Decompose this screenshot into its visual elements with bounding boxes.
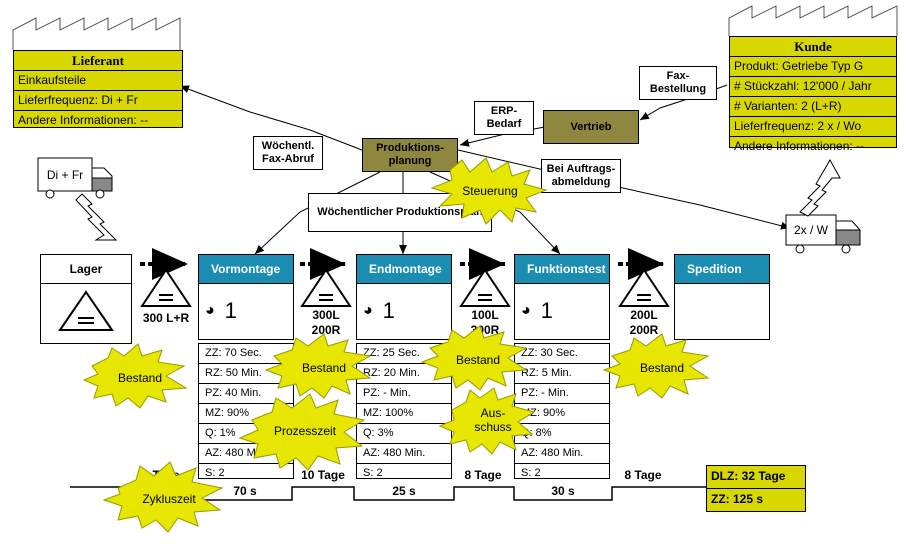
process-name: Spedition — [675, 255, 769, 284]
operator-icon: ◕ — [363, 302, 373, 319]
burst-label: Bestand — [117, 371, 163, 385]
customer-box: Kunde Produkt: Getriebe Typ G # Stückzah… — [729, 36, 897, 153]
data-row: ZZ: 70 Sec. — [199, 344, 293, 364]
burst-label: Steuerung — [462, 184, 518, 198]
customer-row: # Stückzahl: 12'000 / Jahr — [730, 77, 896, 97]
outbound-truck-label: 2x / W — [793, 223, 828, 237]
data-row: S: 2 — [363, 467, 383, 479]
data-row: S: 2 — [521, 467, 541, 479]
data-row: MZ: 90% — [515, 404, 609, 424]
inventory-label: 200L 200R — [629, 308, 659, 337]
burst-label: Bestand — [639, 361, 685, 375]
data-row: PZ: 40 Min. — [199, 384, 293, 404]
inbound-truck-label: Di + Fr — [46, 167, 84, 182]
order-release-note: Bei Auftrags- abmeldung — [541, 159, 621, 193]
cycle-time-label: 30 s — [551, 484, 575, 498]
customer-row: Lieferfrequenz: 2 x / Wo — [730, 117, 896, 137]
burst-label: Zykluszeit — [142, 492, 196, 506]
process-box: Spedition — [674, 254, 770, 340]
inventory-label: 100L 300R — [470, 308, 500, 337]
data-row: PZ: - Min. — [515, 384, 609, 404]
supplier-row: Einkaufsteile — [14, 71, 182, 91]
data-row: PZ: - Min. — [357, 384, 451, 404]
supplier-title: Lieferant — [14, 51, 182, 71]
process-box: Endmontage ◕1 — [356, 254, 452, 340]
warehouse-triangle-icon — [58, 290, 114, 331]
cycle-time-label: 25 s — [392, 484, 416, 498]
supplier-box: Lieferant Einkaufsteile Lieferfrequenz: … — [13, 50, 183, 128]
shipment-arrows — [75, 158, 841, 241]
weekly-fax-note: Wöchentl. Fax-Abruf — [253, 136, 323, 170]
warehouse-box: Lager — [40, 254, 132, 344]
data-row: MZ: 90% — [199, 404, 293, 424]
inventory-label: 300L 200R — [311, 308, 341, 337]
customer-factory-roof — [728, 5, 898, 36]
production-planning-box: Produktions- planung — [362, 138, 458, 172]
warehouse-title: Lager — [41, 255, 131, 284]
cycle-time-result: ZZ: 125 s — [706, 489, 806, 512]
process-name: Funktionstest — [515, 255, 609, 284]
operator-count: ◕1 — [363, 298, 395, 323]
burst-label: Bestand — [455, 353, 501, 367]
customer-row: # Varianten: 2 (L+R) — [730, 97, 896, 117]
operator-icon: ◕ — [205, 302, 215, 319]
data-row: ZZ: 30 Sec. — [515, 344, 609, 364]
burst-label: Bestand — [301, 361, 347, 375]
lead-time-result: DLZ: 32 Tage — [706, 465, 806, 489]
process-data-table: ZZ: 30 Sec. RZ: 5 Min. PZ: - Min. MZ: 90… — [514, 343, 610, 479]
supplier-factory-roof — [12, 17, 181, 50]
waiting-time-label: 10 Tage — [301, 468, 345, 482]
process-name: Endmontage — [357, 255, 451, 284]
cycle-time-label: 70 s — [233, 484, 257, 498]
supplier-row: Andere Informationen: -- — [18, 113, 149, 127]
data-row: RZ: 20 Min. — [357, 364, 451, 384]
process-data-table: ZZ: 70 Sec. RZ: 50 Min. PZ: 40 Min. MZ: … — [198, 343, 294, 479]
inventory-label: 300 L+R — [142, 311, 190, 325]
operator-count: ◕1 — [521, 298, 553, 323]
data-row: ZZ: 25 Sec. — [357, 344, 451, 364]
burst-label: Aus- schuss — [474, 406, 512, 434]
data-row: S: 2 — [205, 467, 225, 479]
operator-icon: ◕ — [521, 302, 531, 319]
process-box: Funktionstest ◕1 — [514, 254, 610, 340]
data-row: RZ: 5 Min. — [515, 364, 609, 384]
data-row: Q: 8% — [515, 424, 609, 444]
data-row: AZ: 480 Min. — [199, 444, 293, 464]
inventory-triangles — [140, 268, 670, 307]
weekly-plan-note: Wöchentlicher Produktionsplan — [308, 193, 492, 232]
sales-box: Vertrieb — [543, 110, 639, 144]
supplier-row: Lieferfrequenz: Di + Fr — [14, 91, 182, 111]
waiting-time-label: 8 Tage — [624, 468, 662, 482]
waiting-time-label: 6 Tage — [142, 468, 180, 482]
operator-count: ◕1 — [205, 298, 237, 323]
data-row: AZ: 480 Min. — [515, 444, 609, 464]
fax-order-note: Fax- Bestellung — [639, 66, 717, 100]
erp-demand-note: ERP- Bedarf — [474, 101, 534, 135]
process-name: Vormontage — [199, 255, 293, 284]
data-row: AZ: 480 Min. — [357, 444, 451, 464]
data-row: RZ: 50 Min. — [199, 364, 293, 384]
data-row: MZ: 100% — [357, 404, 451, 424]
process-box: Vormontage ◕1 — [198, 254, 294, 340]
inbound-truck-icon — [37, 157, 113, 199]
burst-label: Prozesszeit — [273, 424, 337, 438]
outbound-truck-icon — [785, 214, 861, 254]
results-box: DLZ: 32 Tage ZZ: 125 s — [706, 465, 806, 512]
customer-row: Andere Informationen: -- — [734, 139, 865, 153]
customer-row: Produkt: Getriebe Typ G — [730, 57, 896, 77]
waiting-time-label: 8 Tage — [464, 468, 502, 482]
data-row: Q: 3% — [357, 424, 451, 444]
customer-title: Kunde — [730, 37, 896, 57]
